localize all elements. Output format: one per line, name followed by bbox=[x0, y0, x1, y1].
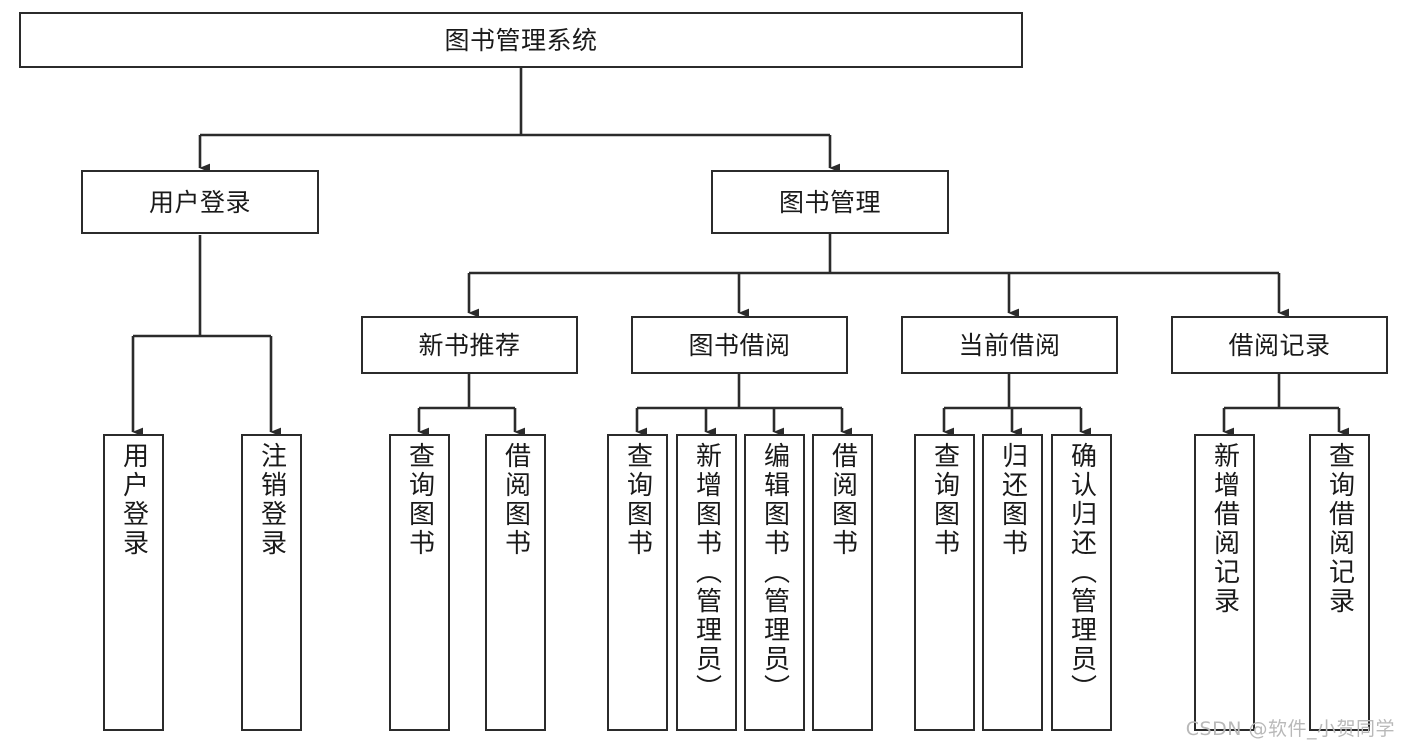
node-leaf-query-book-3[interactable]: 查询图书 bbox=[914, 434, 975, 731]
node-label: 借阅记录 bbox=[1228, 330, 1331, 360]
node-label: 新增图书（管理员） bbox=[691, 442, 722, 703]
node-leaf-return-book[interactable]: 归还图书 bbox=[982, 434, 1043, 731]
node-label: 归还图书 bbox=[997, 442, 1028, 558]
node-leaf-query-book-1[interactable]: 查询图书 bbox=[389, 434, 450, 731]
node-leaf-logout[interactable]: 注销登录 bbox=[241, 434, 302, 731]
node-label: 注销登录 bbox=[256, 442, 287, 558]
node-label: 查询图书 bbox=[404, 442, 435, 558]
node-label: 当前借阅 bbox=[958, 330, 1061, 360]
node-user-login[interactable]: 用户登录 bbox=[81, 170, 319, 234]
node-label: 编辑图书（管理员） bbox=[759, 442, 790, 703]
node-current-borrow[interactable]: 当前借阅 bbox=[901, 316, 1118, 374]
node-new-book-recommend[interactable]: 新书推荐 bbox=[361, 316, 578, 374]
node-label: 查询图书 bbox=[929, 442, 960, 558]
node-label: 查询借阅记录 bbox=[1324, 442, 1355, 616]
csdn-watermark: CSDN @软件_小贺同学 bbox=[1185, 718, 1395, 740]
node-leaf-add-record[interactable]: 新增借阅记录 bbox=[1194, 434, 1255, 731]
node-leaf-confirm-return[interactable]: 确认归还（管理员） bbox=[1051, 434, 1112, 731]
node-leaf-query-book-2[interactable]: 查询图书 bbox=[607, 434, 668, 731]
node-leaf-user-login[interactable]: 用户登录 bbox=[103, 434, 164, 731]
node-label: 借阅图书 bbox=[500, 442, 531, 558]
node-label: 图书管理 bbox=[778, 187, 881, 217]
node-leaf-edit-book[interactable]: 编辑图书（管理员） bbox=[744, 434, 805, 731]
node-root-system[interactable]: 图书管理系统 bbox=[19, 12, 1023, 68]
node-label: 查询图书 bbox=[622, 442, 653, 558]
node-label: 用户登录 bbox=[118, 442, 149, 558]
node-label: 新增借阅记录 bbox=[1209, 442, 1240, 616]
node-label: 确认归还（管理员） bbox=[1066, 442, 1097, 703]
node-label: 图书借阅 bbox=[688, 330, 791, 360]
node-label: 新书推荐 bbox=[418, 330, 521, 360]
node-label: 用户登录 bbox=[148, 187, 251, 217]
node-leaf-query-record[interactable]: 查询借阅记录 bbox=[1309, 434, 1370, 731]
node-label: 借阅图书 bbox=[827, 442, 858, 558]
node-leaf-borrow-book-1[interactable]: 借阅图书 bbox=[485, 434, 546, 731]
node-leaf-add-book[interactable]: 新增图书（管理员） bbox=[676, 434, 737, 731]
node-leaf-borrow-book-2[interactable]: 借阅图书 bbox=[812, 434, 873, 731]
node-label: 图书管理系统 bbox=[444, 25, 598, 55]
node-book-manage[interactable]: 图书管理 bbox=[711, 170, 949, 234]
node-borrow-record[interactable]: 借阅记录 bbox=[1171, 316, 1388, 374]
node-book-borrow[interactable]: 图书借阅 bbox=[631, 316, 848, 374]
